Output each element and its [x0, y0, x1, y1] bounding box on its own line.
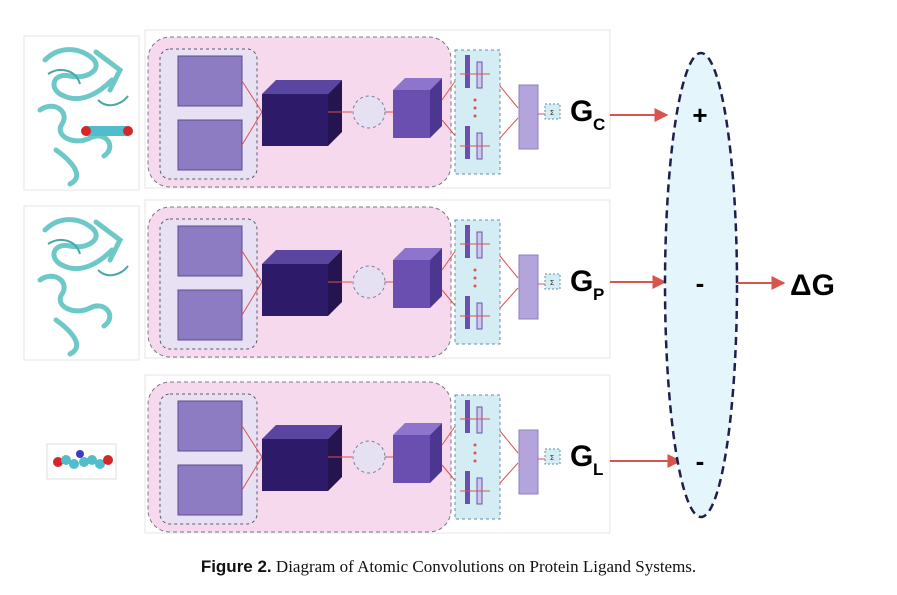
- operator-complex: +: [692, 100, 707, 130]
- svg-text:Σ: Σ: [550, 279, 554, 287]
- energy-subscript-protein: P: [593, 285, 604, 304]
- operator-protein: -: [696, 268, 705, 298]
- figure-caption: Figure 2. Diagram of Atomic Convolutions…: [0, 557, 897, 577]
- pipeline-row-ligand: Σ G L: [144, 374, 682, 534]
- input-matrix-bottom: [177, 119, 243, 171]
- operator-ligand: -: [696, 446, 705, 476]
- pooling-node: [352, 265, 386, 299]
- atomic-conv-block: [262, 425, 342, 491]
- energy-label-complex: G: [570, 95, 593, 128]
- input-matrix-bottom: [177, 464, 243, 516]
- input-matrix-top: [177, 55, 243, 107]
- atomic-convolution-diagram: Σ G C: [23, 29, 835, 534]
- delta-g-label: ΔG: [790, 269, 835, 302]
- output-layer: [518, 254, 539, 320]
- caption-lead: Figure 2.: [200, 557, 272, 576]
- pipeline-row-complex: Σ G C: [144, 29, 669, 189]
- input-matrix-top: [177, 400, 243, 452]
- energy-label-ligand: G: [570, 440, 593, 473]
- output-layer: [518, 429, 539, 495]
- input-matrix-bottom: [177, 289, 243, 341]
- output-layer: [518, 84, 539, 150]
- combination-ellipse: [663, 51, 739, 519]
- energy-subscript-ligand: L: [593, 460, 603, 479]
- svg-text:Σ: Σ: [550, 454, 554, 462]
- energy-label-protein: G: [570, 265, 593, 298]
- sum-node: [544, 103, 561, 120]
- dense-block: [393, 248, 442, 308]
- input-matrix-top: [177, 225, 243, 277]
- ligand-structure-image: [46, 443, 117, 480]
- svg-text:Σ: Σ: [550, 109, 554, 117]
- pooling-node: [352, 95, 386, 129]
- atomic-conv-block: [262, 250, 342, 316]
- complex-structure-image: [23, 35, 140, 191]
- energy-subscript-complex: C: [593, 115, 605, 134]
- dense-block: [393, 423, 442, 483]
- sum-node: [544, 448, 561, 465]
- dense-block: [393, 78, 442, 138]
- atomic-conv-block: [262, 80, 342, 146]
- pooling-node: [352, 440, 386, 474]
- sum-node: [544, 273, 561, 290]
- caption-text: Diagram of Atomic Convolutions on Protei…: [275, 557, 697, 576]
- pipeline-row-protein: Σ G P: [144, 199, 667, 359]
- protein-structure-image: [23, 205, 140, 361]
